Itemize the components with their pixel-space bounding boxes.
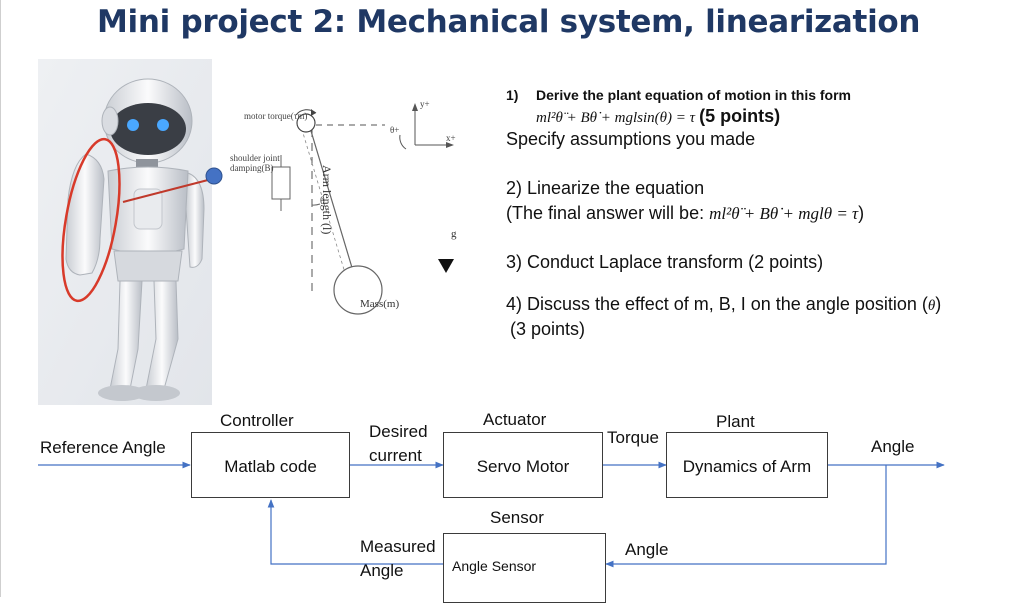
plant-block: Dynamics of Arm	[666, 432, 828, 498]
controller-block: Matlab code	[191, 432, 350, 498]
motor-torque-label: motor torque(τm)	[244, 111, 308, 121]
sensor-label: Sensor	[490, 508, 544, 527]
angle-feedback-label: Angle	[625, 540, 669, 559]
question-2-answer-prefix: (The final answer will be:	[506, 203, 710, 223]
question-1-equation-line: ml²θ̈ + Bθ̇ + mglsin(θ) = τ (5 points)	[536, 106, 780, 127]
robot-photo	[38, 59, 212, 405]
controller-block-text: Matlab code	[224, 457, 317, 476]
question-1-equation: ml²θ̈ + Bθ̇ + mglsin(θ) = τ	[536, 110, 695, 126]
question-4: 4) Discuss the effect of m, B, I on the …	[506, 294, 941, 315]
shoulder-damping-label: shoulder joint damping(B)	[230, 153, 280, 173]
desired-current-label-1: Desired	[369, 422, 428, 441]
question-2: 2) Linearize the equation	[506, 178, 705, 198]
sensor-block-text: Angle Sensor	[452, 558, 537, 574]
gravity-label: g	[451, 228, 457, 240]
left-border	[0, 0, 1, 597]
theta-label: θ	[320, 196, 325, 207]
theta-plus-label: θ+	[390, 125, 400, 135]
reference-angle-label: Reference Angle	[40, 438, 166, 457]
actuator-block-text: Servo Motor	[476, 457, 570, 476]
question-2-equation: ml²θ̈ + Bθ̇ + mglθ = τ	[709, 204, 859, 223]
measured-angle-label-2: Angle	[360, 561, 404, 580]
question-4-symbol: θ	[927, 298, 936, 314]
measured-angle-label-1: Measured	[360, 537, 436, 556]
torque-label: Torque	[607, 428, 659, 447]
question-2-answer-suffix: )	[858, 203, 865, 223]
question-4-text: 4) Discuss the effect of m, B, I on the …	[506, 294, 928, 314]
x-axis-label: x+	[446, 133, 456, 143]
question-4-suffix: )	[935, 294, 942, 314]
question-1: 1) Derive the plant equation of motion in…	[506, 87, 851, 103]
question-1-number: 1)	[506, 87, 519, 103]
sensor-block: Angle Sensor	[443, 533, 606, 603]
question-1-points: (5 points)	[699, 106, 781, 126]
question-2-answer: (The final answer will be: ml²θ̈ + Bθ̇ +…	[506, 203, 864, 224]
pendulum-sketch: motor torque(τm) shoulder joint damping(…	[210, 85, 470, 320]
y-axis-label: y+	[420, 99, 430, 109]
question-3: 3) Conduct Laplace transform (2 points)	[506, 252, 824, 272]
actuator-label: Actuator	[483, 410, 547, 429]
sensor-to-controller-arrow	[267, 499, 443, 565]
question-1-text: Derive the plant equation of motion in t…	[536, 87, 852, 103]
plant-block-text: Dynamics of Arm	[682, 457, 812, 476]
feedback-to-sensor-arrow	[605, 465, 887, 568]
mass-label: Mass(m)	[360, 298, 400, 310]
actuator-block: Servo Motor	[443, 432, 603, 498]
page-title: Mini project 2: Mechanical system, linea…	[97, 4, 921, 40]
question-4-points: (3 points)	[510, 319, 586, 339]
desired-current-label-2: current	[369, 446, 422, 465]
controller-label: Controller	[220, 411, 294, 430]
angle-output-label: Angle	[871, 437, 915, 456]
plant-label: Plant	[716, 412, 755, 431]
question-1-note: Specify assumptions you made	[506, 129, 756, 149]
